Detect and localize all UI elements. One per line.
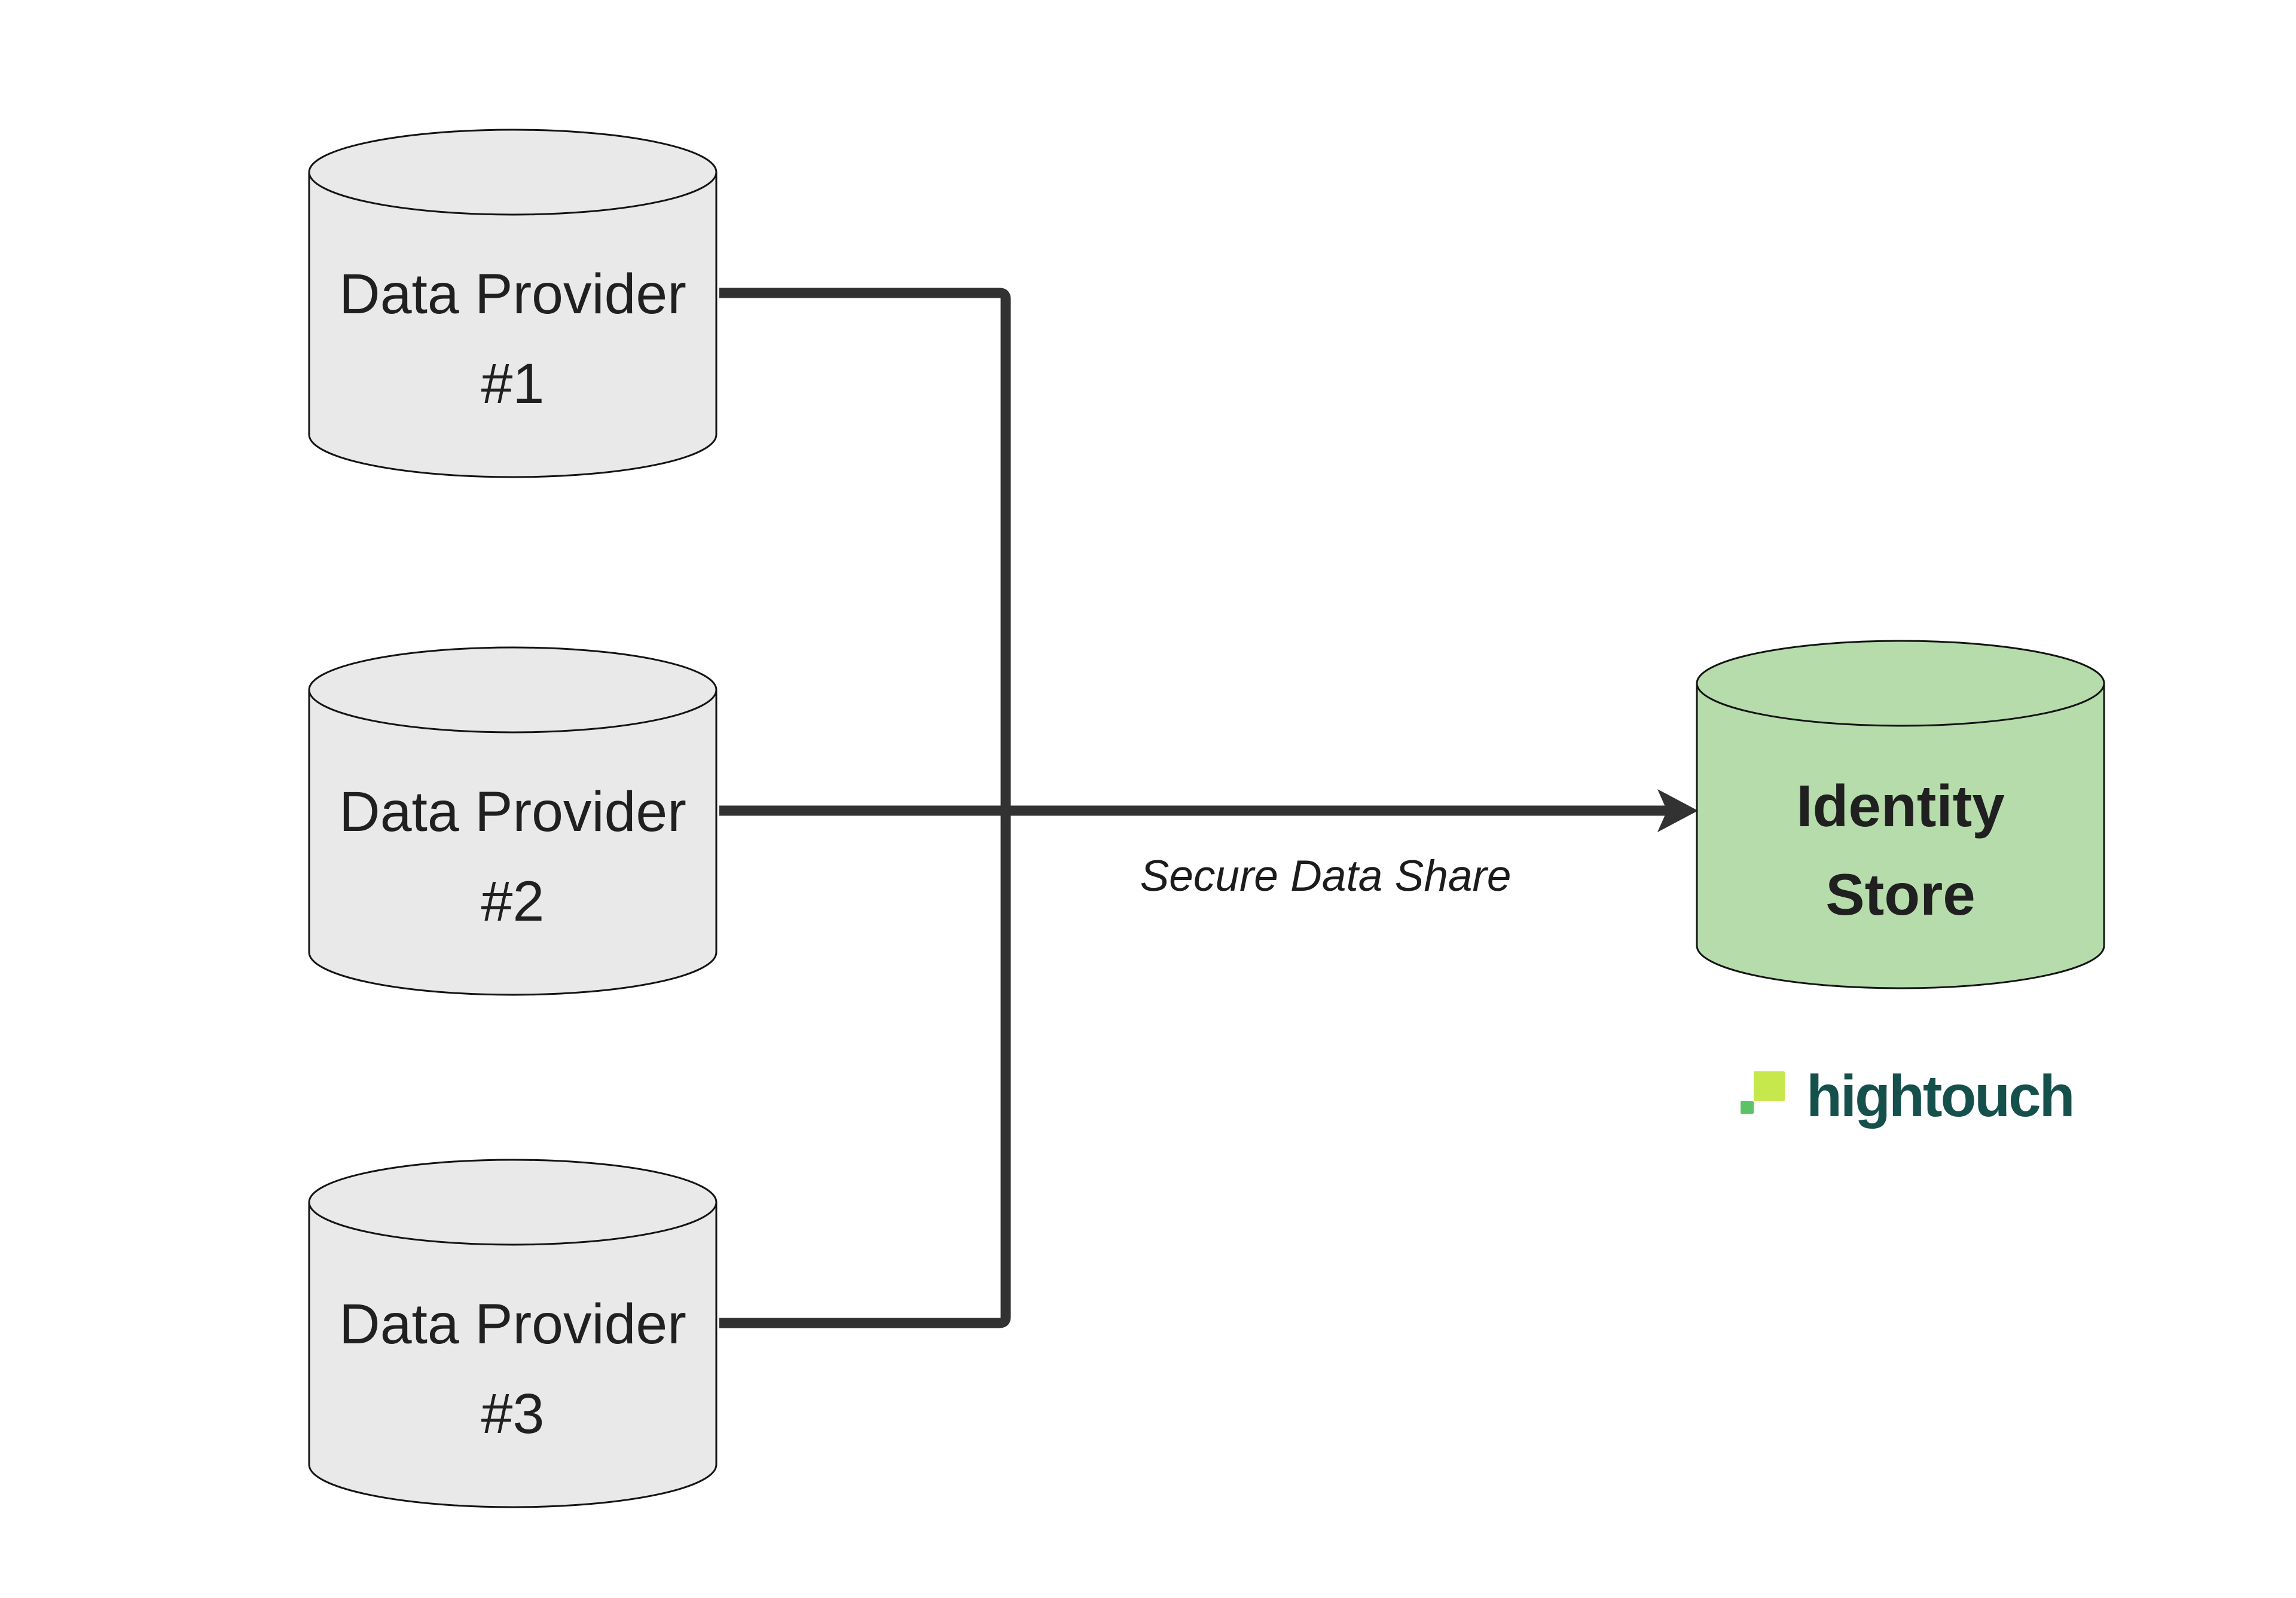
data-provider-2-label-line2: #2 — [481, 869, 545, 933]
data-provider-2-label-line1: Data Provider — [339, 780, 686, 844]
identity-store-label: Identity Store — [1696, 727, 2105, 989]
data-provider-3-node: Data Provider #3 — [308, 1159, 718, 1508]
database-cylinder-icon — [308, 646, 718, 996]
identity-store-node: Identity Store — [1696, 640, 2105, 989]
identity-store-label-line2: Store — [1825, 861, 1976, 927]
secure-share-arrowhead — [1657, 789, 1698, 832]
database-cylinder-icon — [1696, 640, 2105, 989]
data-provider-1-label-line1: Data Provider — [339, 262, 686, 326]
identity-store-label-line1: Identity — [1796, 772, 2005, 839]
hightouch-logo-icon — [1741, 1071, 1785, 1114]
data-provider-1-label-line2: #1 — [481, 352, 545, 415]
data-provider-1-node: Data Provider #1 — [308, 129, 718, 478]
data-provider-3-label-line1: Data Provider — [339, 1292, 686, 1356]
data-provider-1-label: Data Provider #1 — [308, 216, 718, 478]
logo-square-large — [1754, 1071, 1785, 1101]
database-cylinder-icon — [308, 129, 718, 478]
data-provider-2-label: Data Provider #2 — [308, 734, 718, 996]
hightouch-wordmark: hightouch — [1806, 1063, 2075, 1129]
data-provider-3-label: Data Provider #3 — [308, 1246, 718, 1508]
data-provider-3-label-line2: #3 — [481, 1382, 545, 1446]
secure-data-share-label: Secure Data Share — [1140, 851, 1512, 900]
database-cylinder-icon — [308, 1159, 718, 1508]
logo-square-small — [1741, 1101, 1754, 1114]
data-provider-2-node: Data Provider #2 — [308, 646, 718, 996]
hightouch-logo: hightouch — [1741, 1065, 2075, 1127]
